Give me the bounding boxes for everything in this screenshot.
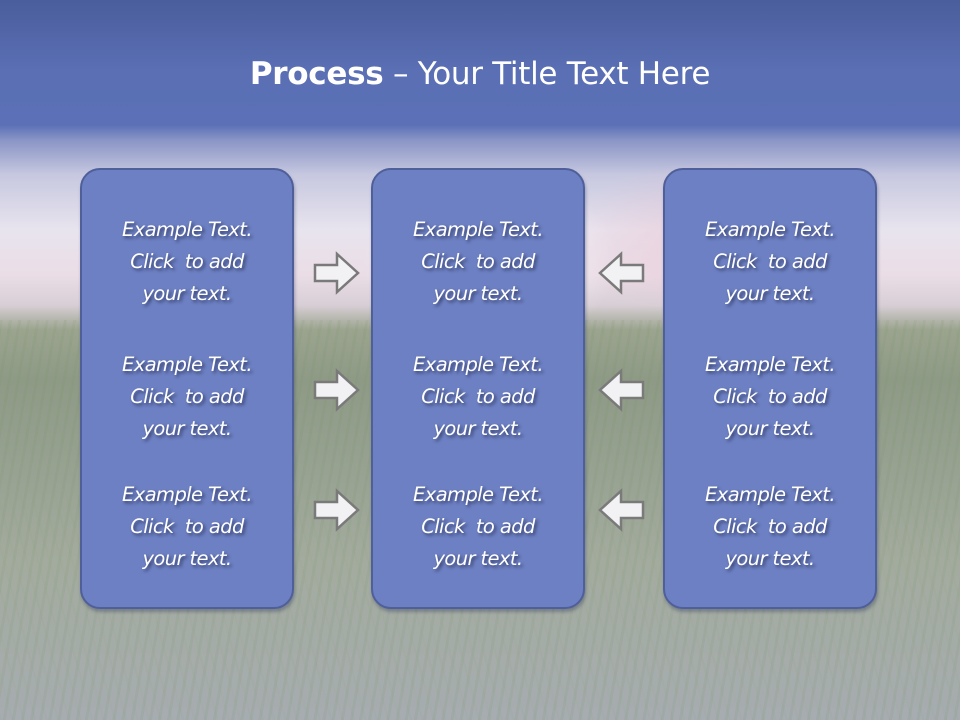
text-line: Example Text. <box>122 353 252 376</box>
text-placeholder[interactable]: Example Text. Click to add your text. <box>665 349 875 445</box>
arrow-right-icon <box>313 368 360 412</box>
slide-title[interactable]: Process – Your Title Text Here <box>0 56 960 92</box>
text-line: Example Text. <box>122 218 252 241</box>
text-line: Example Text. <box>413 218 543 241</box>
text-line: your text. <box>142 282 232 305</box>
title-bold-part: Process <box>249 56 384 92</box>
text-line: Example Text. <box>122 483 252 506</box>
text-line: Click to add <box>421 250 535 273</box>
text-line: your text. <box>433 547 523 570</box>
text-line: Click to add <box>713 515 827 538</box>
text-line: Click to add <box>130 250 244 273</box>
text-placeholder[interactable]: Example Text. Click to add your text. <box>373 214 583 310</box>
text-line: Click to add <box>130 515 244 538</box>
text-line: your text. <box>725 547 815 570</box>
text-line: Example Text. <box>705 353 835 376</box>
text-placeholder[interactable]: Example Text. Click to add your text. <box>82 349 292 445</box>
text-line: Example Text. <box>413 483 543 506</box>
text-line: your text. <box>725 417 815 440</box>
text-line: Click to add <box>130 385 244 408</box>
process-box-center[interactable]: Example Text. Click to add your text. Ex… <box>371 168 585 609</box>
text-line: Example Text. <box>705 218 835 241</box>
process-box-left[interactable]: Example Text. Click to add your text. Ex… <box>80 168 294 609</box>
text-line: Click to add <box>421 515 535 538</box>
process-box-right[interactable]: Example Text. Click to add your text. Ex… <box>663 168 877 609</box>
text-placeholder[interactable]: Example Text. Click to add your text. <box>82 479 292 575</box>
text-placeholder[interactable]: Example Text. Click to add your text. <box>82 214 292 310</box>
arrow-left-icon <box>598 368 645 412</box>
text-placeholder[interactable]: Example Text. Click to add your text. <box>665 479 875 575</box>
text-line: your text. <box>142 417 232 440</box>
text-line: Example Text. <box>413 353 543 376</box>
text-line: your text. <box>142 547 232 570</box>
arrow-right-icon <box>313 488 360 532</box>
text-line: Example Text. <box>705 483 835 506</box>
text-placeholder[interactable]: Example Text. Click to add your text. <box>665 214 875 310</box>
text-line: Click to add <box>713 250 827 273</box>
text-placeholder[interactable]: Example Text. Click to add your text. <box>373 349 583 445</box>
arrow-right-icon <box>313 251 360 295</box>
title-rest-part: – Your Title Text Here <box>383 56 711 92</box>
arrow-left-icon <box>598 251 645 295</box>
text-line: Click to add <box>421 385 535 408</box>
text-line: your text. <box>433 282 523 305</box>
arrow-left-icon <box>598 488 645 532</box>
text-line: your text. <box>433 417 523 440</box>
text-line: your text. <box>725 282 815 305</box>
text-line: Click to add <box>713 385 827 408</box>
text-placeholder[interactable]: Example Text. Click to add your text. <box>373 479 583 575</box>
